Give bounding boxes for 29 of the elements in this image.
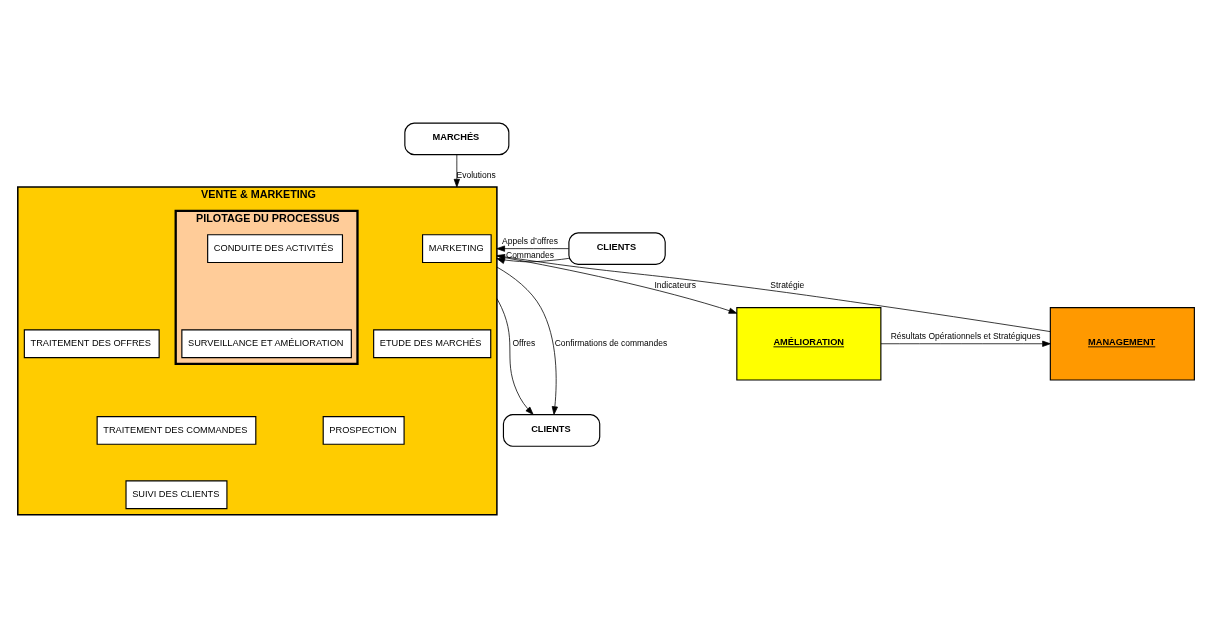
arrow — [496, 266, 558, 415]
edge-label: Résultats Opérationnels et Stratégiques — [890, 330, 1041, 341]
node-box: AMÉLIORATION — [736, 306, 882, 381]
arrow — [880, 340, 1051, 347]
node-box: TRAITEMENT DES COMMANDES — [96, 415, 257, 445]
edge-label: Indicateurs — [654, 279, 696, 290]
arrow — [496, 257, 570, 264]
node-box: MANAGEMENT — [1049, 306, 1195, 381]
node-box: CONDUITE DES ACTIVITÉS — [207, 233, 344, 263]
arrow — [453, 153, 460, 187]
arrow — [496, 245, 570, 252]
node-box: TRAITEMENT DES OFFRES — [23, 328, 160, 358]
edge-label: Commandes — [506, 249, 555, 260]
arrow — [496, 297, 534, 415]
node-box: SUIVI DES CLIENTS — [125, 479, 228, 509]
node-box: SURVEILLANCE ET AMÉLIORATION — [181, 328, 352, 358]
node-box: CLIENTS — [502, 413, 601, 447]
edge-label: Offres — [512, 337, 536, 348]
node-box: PROSPECTION — [322, 415, 405, 445]
edge-label: Appels d’offres — [502, 235, 558, 246]
edge-label: Stratégie — [770, 279, 805, 290]
arrow — [496, 253, 1051, 332]
node-box: ETUDE DES MARCHÉS — [373, 328, 492, 358]
edge-label: Evolutions — [456, 169, 496, 180]
arrow — [496, 255, 738, 314]
node-box: MARCHÉS — [404, 122, 510, 155]
edge-label: Confirmations de commandes — [554, 337, 668, 348]
node-box: CLIENTS — [568, 231, 666, 265]
node-box: MARKETING — [422, 233, 492, 263]
